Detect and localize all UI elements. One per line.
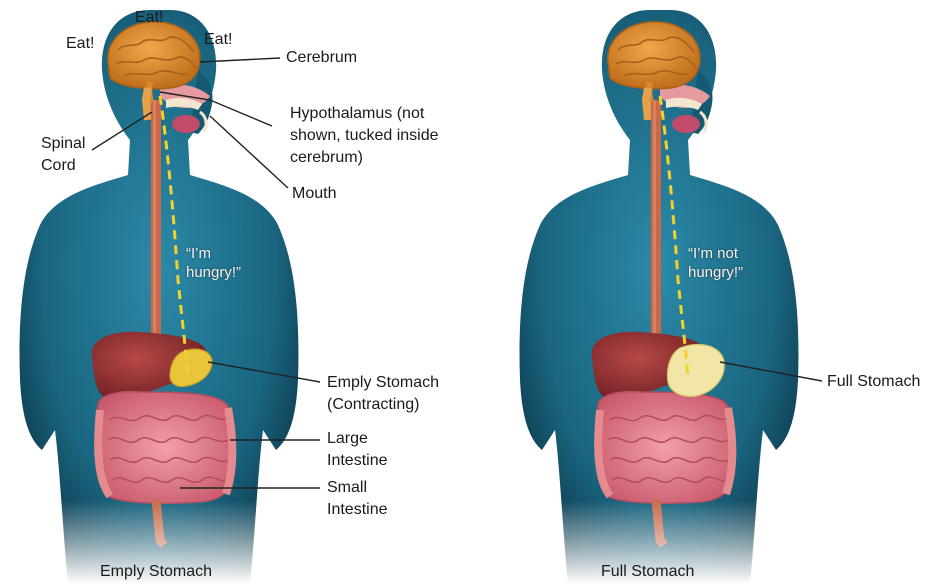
label-small-intestine-line-2: Intestine	[327, 499, 387, 521]
label-small-intestine-line-1: Small	[327, 477, 387, 499]
label-spinal-cord-line-1: Spinal	[41, 133, 85, 155]
caption-empty-stomach: Emply Stomach	[100, 562, 212, 582]
label-mouth: Mouth	[292, 183, 336, 205]
label-large-intestine: Large Intestine	[327, 428, 387, 472]
caption-full-stomach: Full Stomach	[601, 562, 694, 582]
label-empty-stomach-line-1: Emply Stomach	[327, 372, 439, 394]
speech-hungry: “I’m hungry!”	[186, 244, 241, 282]
shout-eat-2: Eat!	[66, 33, 94, 55]
speech-not-hungry-line-1: “I’m not	[688, 244, 743, 263]
label-large-intestine-line-1: Large	[327, 428, 387, 450]
label-large-intestine-line-2: Intestine	[327, 450, 387, 472]
label-cerebrum: Cerebrum	[286, 47, 357, 69]
body-figure-empty	[20, 10, 299, 584]
speech-hungry-line-1: “I’m	[186, 244, 241, 263]
label-small-intestine: Small Intestine	[327, 477, 387, 521]
label-hypothalamus-line-2: shown, tucked inside	[290, 125, 439, 147]
shout-eat-1: Eat!	[135, 7, 163, 29]
label-full-stomach: Full Stomach	[827, 371, 920, 393]
body-figure-full	[520, 10, 799, 584]
label-hypothalamus: Hypothalamus (not shown, tucked inside c…	[290, 103, 439, 169]
label-empty-stomach: Emply Stomach (Contracting)	[327, 372, 439, 416]
label-empty-stomach-line-2: (Contracting)	[327, 394, 439, 416]
speech-not-hungry-line-2: hungry!”	[688, 263, 743, 282]
label-spinal-cord-line-2: Cord	[41, 155, 85, 177]
shout-eat-3: Eat!	[204, 29, 232, 51]
label-hypothalamus-line-3: cerebrum)	[290, 147, 439, 169]
speech-not-hungry: “I’m not hungry!”	[688, 244, 743, 282]
label-hypothalamus-line-1: Hypothalamus (not	[290, 103, 439, 125]
speech-hungry-line-2: hungry!”	[186, 263, 241, 282]
label-spinal-cord: Spinal Cord	[41, 133, 85, 177]
